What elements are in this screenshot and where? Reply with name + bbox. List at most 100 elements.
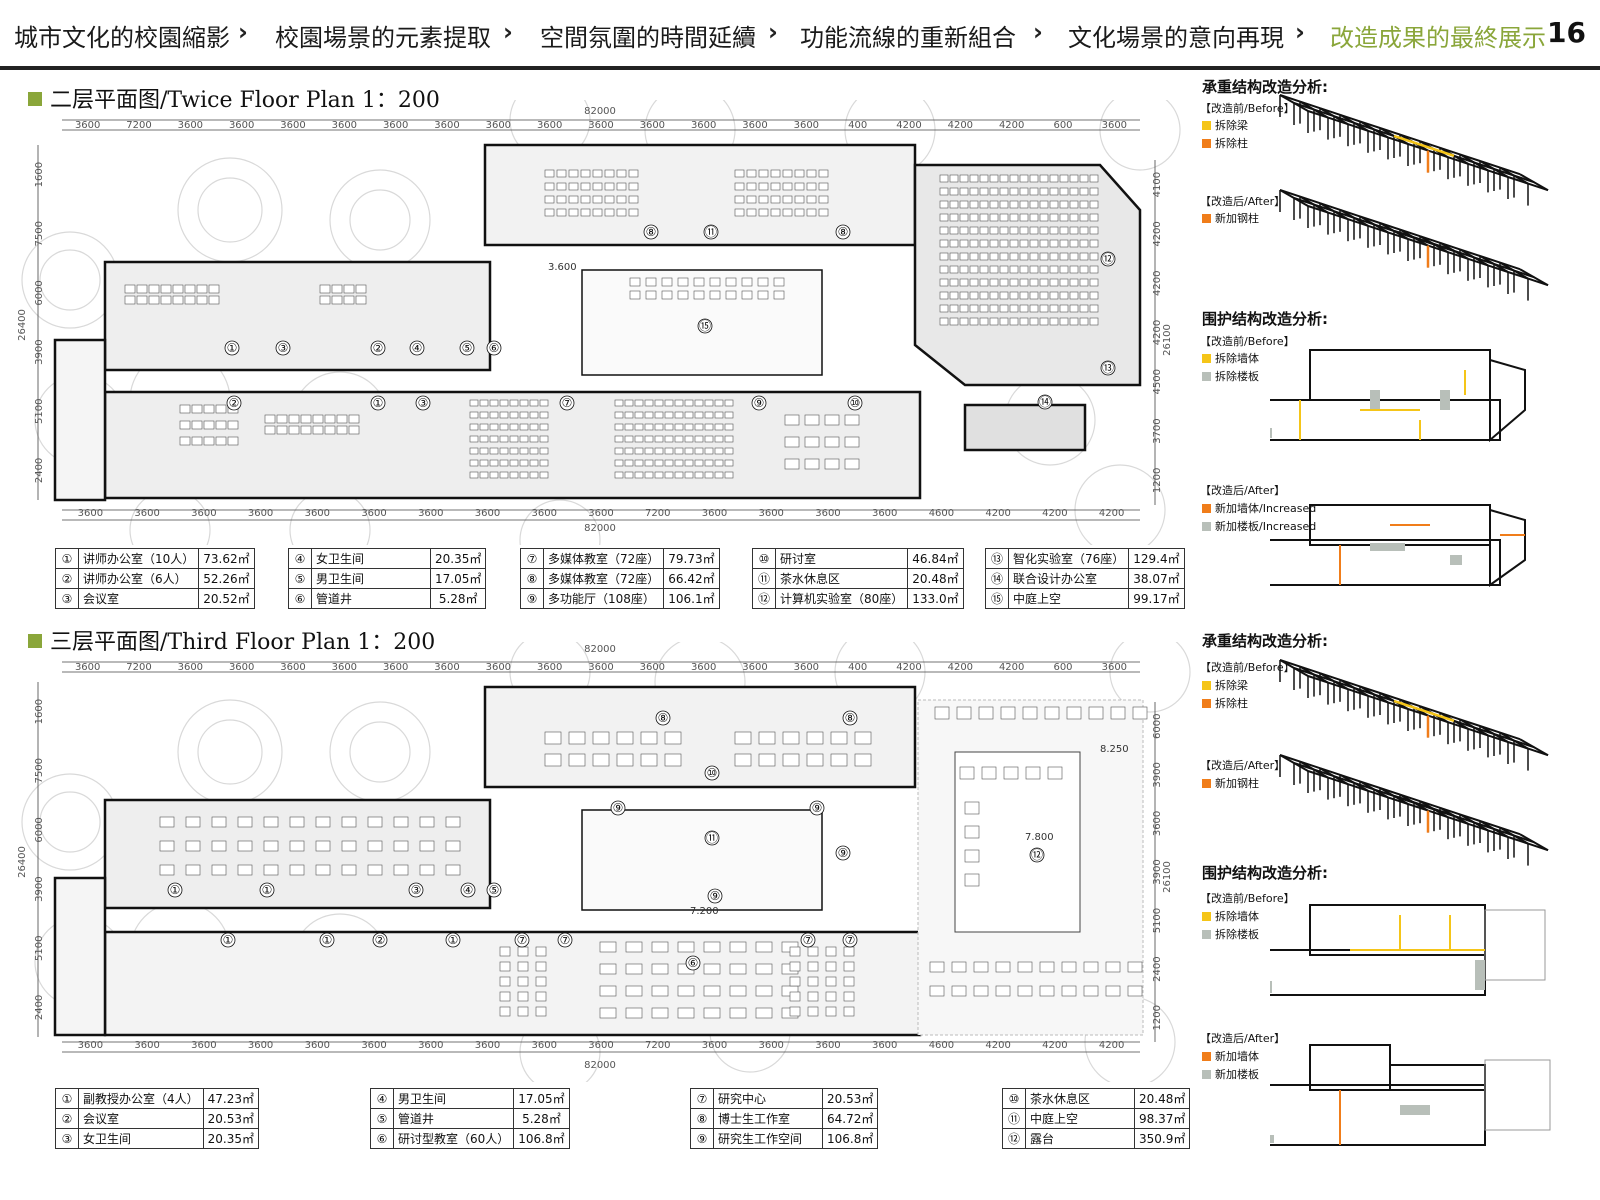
seat bbox=[969, 213, 979, 222]
dimension-label: 4200 bbox=[896, 120, 921, 131]
after-tag: 【改造后/After】 bbox=[1200, 484, 1286, 497]
seat bbox=[959, 265, 969, 274]
seat bbox=[825, 946, 837, 957]
seat bbox=[806, 753, 824, 767]
seat bbox=[544, 731, 562, 745]
nav-item-3[interactable]: 空間氛圍的時間延續 bbox=[540, 24, 756, 52]
seat bbox=[1069, 265, 1079, 274]
seat bbox=[509, 447, 519, 455]
beam bbox=[1339, 208, 1369, 227]
seat bbox=[289, 840, 305, 852]
seat bbox=[969, 187, 979, 196]
seat bbox=[215, 420, 227, 430]
nav-item-1[interactable]: 城市文化的校園縮影 bbox=[14, 24, 230, 52]
nav-item-2[interactable]: 校園場景的元素提取 bbox=[275, 24, 491, 52]
dimension-label: 3600 bbox=[305, 1040, 330, 1051]
seat bbox=[159, 864, 175, 876]
seat bbox=[939, 291, 949, 300]
seat bbox=[1019, 252, 1029, 261]
seat bbox=[1029, 213, 1039, 222]
seat bbox=[324, 425, 336, 435]
seat bbox=[215, 436, 227, 446]
seat bbox=[664, 753, 682, 767]
beam bbox=[1499, 166, 1529, 185]
dimension-label: 3600 bbox=[691, 120, 716, 131]
dimension-label: 4600 bbox=[929, 508, 954, 519]
seat bbox=[644, 411, 654, 419]
room-marker bbox=[800, 932, 816, 948]
legend-remove-wall: 拆除墙体 bbox=[1202, 908, 1259, 924]
nav-item-6-active[interactable]: 改造成果的最終展示 bbox=[1330, 24, 1546, 52]
seat bbox=[939, 317, 949, 326]
seat bbox=[1079, 265, 1089, 274]
seat bbox=[628, 169, 639, 178]
room-marker bbox=[224, 340, 240, 356]
seat bbox=[677, 985, 695, 997]
envelope-plan-after bbox=[1270, 504, 1526, 587]
seat bbox=[741, 277, 753, 287]
nav-item-4[interactable]: 功能流線的重新組合 bbox=[800, 24, 1016, 52]
seat bbox=[995, 985, 1011, 997]
seat bbox=[959, 174, 969, 183]
seat bbox=[479, 471, 489, 479]
seat bbox=[568, 195, 579, 204]
seat bbox=[499, 976, 511, 987]
seat bbox=[684, 471, 694, 479]
seat bbox=[312, 414, 324, 424]
chevron-right-icon: › bbox=[503, 18, 513, 46]
seat bbox=[807, 1006, 819, 1017]
seat bbox=[544, 208, 555, 217]
room-marker bbox=[372, 932, 388, 948]
dimension-label: 3600 bbox=[702, 1040, 727, 1051]
dimension-label: 3600 bbox=[1152, 811, 1163, 836]
floor2-left-total: 26400 bbox=[17, 309, 28, 341]
seat bbox=[949, 304, 959, 313]
room-number: ① bbox=[322, 933, 333, 947]
seat bbox=[599, 941, 617, 953]
seat bbox=[704, 399, 714, 407]
seat bbox=[644, 459, 654, 467]
seat bbox=[1079, 200, 1089, 209]
seat bbox=[348, 425, 360, 435]
seat bbox=[773, 290, 785, 300]
seat bbox=[592, 195, 603, 204]
dimension-label: 3600 bbox=[588, 120, 613, 131]
seat bbox=[556, 208, 567, 217]
room-marker bbox=[835, 224, 851, 240]
seat bbox=[592, 182, 603, 191]
seat bbox=[124, 284, 136, 294]
nav-item-5[interactable]: 文化場景的意向再現 bbox=[1068, 24, 1284, 52]
dimension-label: 3600 bbox=[134, 1040, 159, 1051]
dimension-label: 1200 bbox=[1152, 468, 1163, 493]
seat bbox=[599, 985, 617, 997]
seat bbox=[535, 991, 547, 1002]
seat bbox=[784, 436, 800, 448]
seat bbox=[535, 961, 547, 972]
seat bbox=[489, 423, 499, 431]
seat bbox=[704, 459, 714, 467]
seat bbox=[949, 252, 959, 261]
seat bbox=[469, 399, 479, 407]
seat bbox=[616, 731, 634, 745]
seat bbox=[136, 295, 148, 305]
beam bbox=[1279, 754, 1309, 772]
seat bbox=[807, 991, 819, 1002]
seat bbox=[939, 278, 949, 287]
seat bbox=[949, 265, 959, 274]
seat bbox=[959, 213, 969, 222]
envelope-plan-before bbox=[1270, 349, 1526, 443]
beam bbox=[1519, 268, 1549, 287]
seat bbox=[1017, 961, 1033, 973]
seat bbox=[969, 304, 979, 313]
seat bbox=[634, 459, 644, 467]
dimension-label: 3900 bbox=[34, 876, 45, 901]
seat bbox=[1019, 200, 1029, 209]
seat bbox=[445, 864, 461, 876]
seat bbox=[604, 208, 615, 217]
seat bbox=[1059, 317, 1069, 326]
seat bbox=[1083, 985, 1099, 997]
seat bbox=[539, 423, 549, 431]
seat bbox=[644, 399, 654, 407]
seat bbox=[319, 284, 331, 294]
room-number: ⑦ bbox=[845, 933, 856, 947]
